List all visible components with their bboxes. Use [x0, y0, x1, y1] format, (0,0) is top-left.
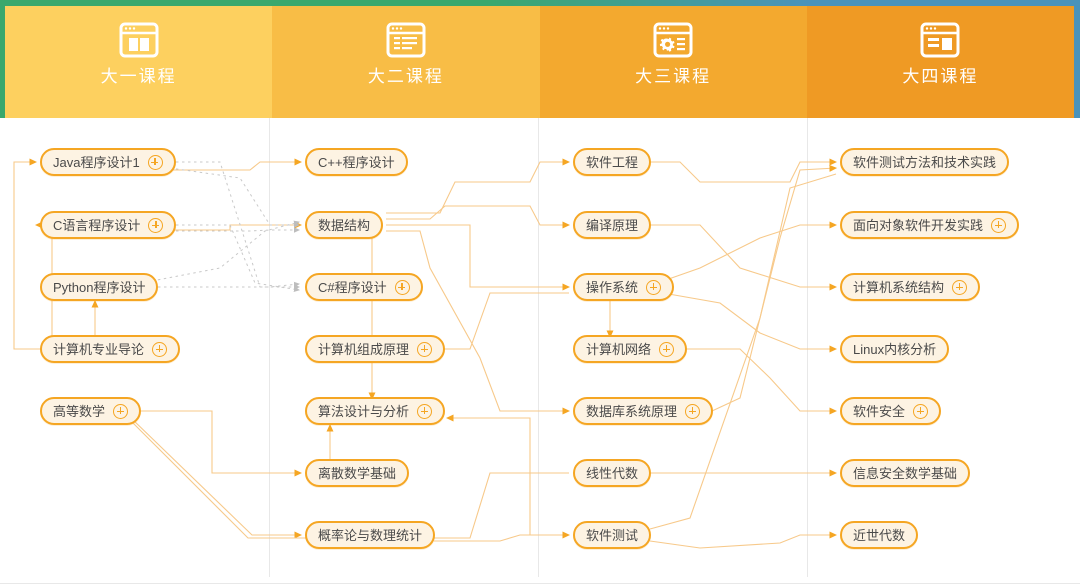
course-node[interactable]: 软件测试: [573, 521, 652, 549]
course-node-label: 信息安全数学基础: [853, 465, 958, 481]
browser-lines-icon: [386, 22, 426, 58]
year-header-4[interactable]: 大四课程: [806, 6, 1074, 118]
course-node-label: 数据库系统原理: [586, 403, 678, 419]
course-node-label: 软件工程: [586, 154, 639, 170]
course-node-label: Python程序设计: [53, 279, 146, 295]
course-node[interactable]: 软件工程: [573, 148, 652, 176]
course-node[interactable]: 数据库系统原理: [573, 397, 714, 425]
course-node-label: 面向对象软件开发实践: [853, 217, 984, 233]
year-header-1[interactable]: 大一课程: [5, 6, 273, 118]
course-node-label: C语言程序设计: [53, 217, 141, 233]
course-node-label: 操作系统: [586, 279, 639, 295]
course-node[interactable]: C++程序设计: [305, 148, 408, 176]
course-node[interactable]: 高等数学: [40, 397, 142, 425]
expand-plus-icon[interactable]: [991, 217, 1007, 233]
course-node[interactable]: C#程序设计: [305, 273, 423, 301]
course-node[interactable]: C语言程序设计: [40, 211, 177, 239]
course-node[interactable]: 近世代数: [840, 521, 919, 549]
course-node-label: 离散数学基础: [318, 465, 397, 481]
course-node-label: C#程序设计: [318, 279, 387, 295]
year-header-label-4: 大四课程: [902, 67, 979, 86]
column-divider-3: [807, 118, 808, 577]
year-header-label-1: 大一课程: [100, 67, 177, 86]
course-node[interactable]: 操作系统: [573, 273, 675, 301]
page-right-accent-strip: [1074, 0, 1080, 176]
expand-plus-icon[interactable]: [152, 341, 168, 357]
expand-plus-icon[interactable]: [113, 403, 129, 419]
course-node-label: 数据结构: [318, 217, 371, 233]
course-node-label: 概率论与数理统计: [318, 527, 423, 543]
browser-book-icon: [119, 22, 159, 58]
course-node-label: 计算机组成原理: [318, 341, 410, 357]
expand-plus-icon[interactable]: [646, 279, 662, 295]
course-node-label: 近世代数: [853, 527, 906, 543]
expand-plus-icon[interactable]: [147, 154, 163, 170]
course-node-label: Java程序设计1: [53, 154, 140, 170]
course-node[interactable]: 离散数学基础: [305, 459, 410, 487]
page-left-accent-strip: [0, 0, 5, 118]
expand-plus-icon[interactable]: [394, 279, 410, 295]
column-divider-1: [269, 118, 270, 577]
course-node[interactable]: 线性代数: [573, 459, 652, 487]
browser-layout-icon: [920, 22, 960, 58]
course-node-label: 算法设计与分析: [318, 403, 410, 419]
browser-gear-icon: [653, 22, 693, 58]
course-node[interactable]: 软件安全: [840, 397, 942, 425]
expand-plus-icon[interactable]: [659, 341, 675, 357]
year-header-3[interactable]: 大三课程: [539, 6, 807, 118]
course-node-label: 软件测试方法和技术实践: [853, 154, 997, 170]
expand-plus-icon[interactable]: [148, 217, 164, 233]
course-node[interactable]: Linux内核分析: [840, 335, 950, 363]
expand-plus-icon[interactable]: [952, 279, 968, 295]
expand-plus-icon[interactable]: [417, 341, 433, 357]
course-node[interactable]: Python程序设计: [40, 273, 159, 301]
course-node-label: 编译原理: [586, 217, 639, 233]
expand-plus-icon[interactable]: [417, 403, 433, 419]
course-node[interactable]: 数据结构: [305, 211, 384, 239]
column-divider-2: [538, 118, 539, 577]
course-node-label: 线性代数: [586, 465, 639, 481]
course-node-label: 计算机专业导论: [53, 341, 145, 357]
expand-plus-icon[interactable]: [685, 403, 701, 419]
course-node[interactable]: 计算机组成原理: [305, 335, 446, 363]
course-node[interactable]: 算法设计与分析: [305, 397, 446, 425]
course-node[interactable]: 计算机专业导论: [40, 335, 181, 363]
course-node-label: C++程序设计: [318, 154, 395, 170]
course-node[interactable]: 信息安全数学基础: [840, 459, 971, 487]
course-node-label: 软件测试: [586, 527, 639, 543]
expand-plus-icon[interactable]: [913, 403, 929, 419]
course-node[interactable]: 软件测试方法和技术实践: [840, 148, 1010, 176]
course-node[interactable]: 计算机网络: [573, 335, 688, 363]
course-node-label: 软件安全: [853, 403, 906, 419]
course-node[interactable]: 概率论与数理统计: [305, 521, 436, 549]
year-header-bar: 大一课程 大二课程: [5, 6, 1074, 118]
year-header-2[interactable]: 大二课程: [272, 6, 540, 118]
page-top-accent-strip: [0, 0, 1080, 6]
course-node-label: 高等数学: [53, 403, 106, 419]
course-node[interactable]: 计算机系统结构: [840, 273, 981, 301]
course-node-label: 计算机系统结构: [853, 279, 945, 295]
course-node-label: 计算机网络: [586, 341, 652, 357]
course-node-label: Linux内核分析: [853, 341, 937, 357]
year-header-label-3: 大三课程: [635, 67, 712, 86]
course-node[interactable]: 面向对象软件开发实践: [840, 211, 1020, 239]
year-header-label-2: 大二课程: [367, 67, 444, 86]
course-node[interactable]: 编译原理: [573, 211, 652, 239]
course-node[interactable]: Java程序设计1: [40, 148, 176, 176]
